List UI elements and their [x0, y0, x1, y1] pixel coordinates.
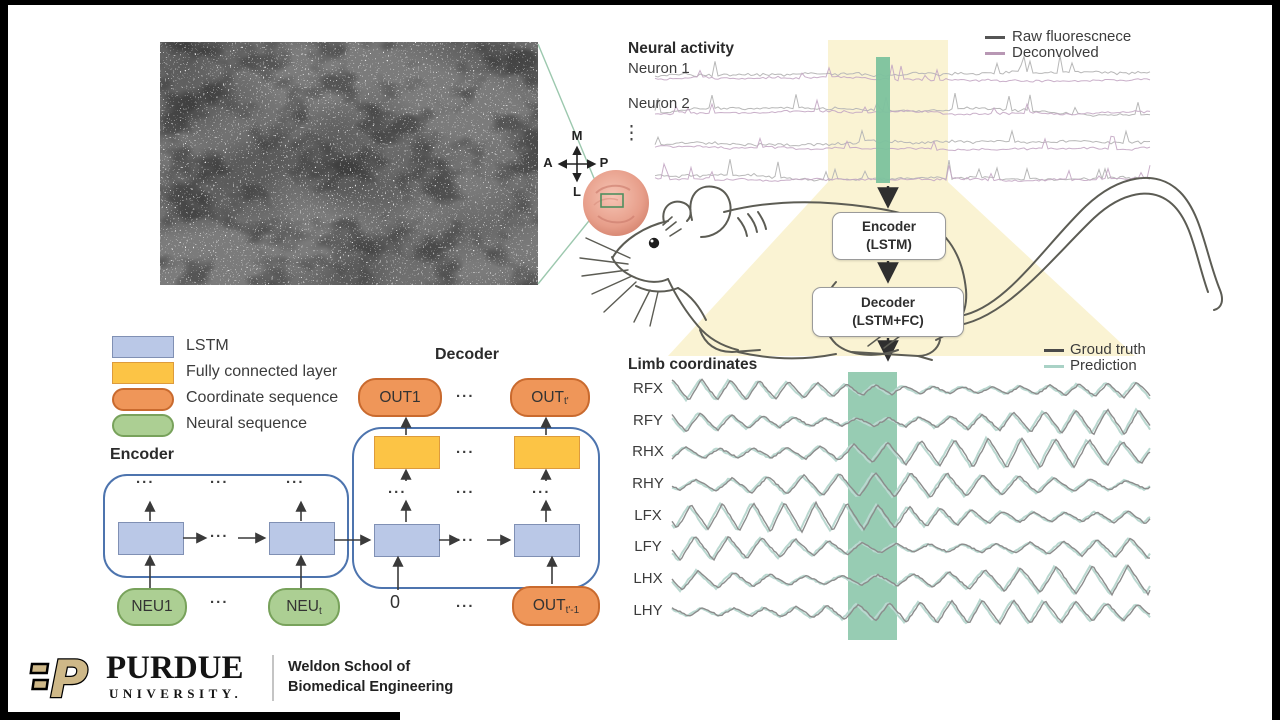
ellipsis: ... [388, 480, 407, 497]
out-prev-sub: t'-1 [565, 604, 580, 616]
ellipsis: ... [456, 384, 475, 401]
out1-pill: OUT1 [358, 378, 442, 417]
brain-photo [583, 170, 649, 236]
limb-label-lfx: LFX [634, 507, 662, 524]
encoder-lstm-cell-t [269, 522, 335, 555]
neural-swatch [112, 414, 174, 437]
neu-t-sub: t [318, 605, 322, 617]
frame-bottom [0, 712, 400, 720]
ellipsis: ... [456, 528, 475, 545]
neural-activity-traces [654, 54, 1151, 182]
limb-label-rhy: RHY [632, 475, 664, 492]
encoder-container [103, 474, 349, 578]
school-name: Weldon School of Biomedical Engineering [288, 658, 453, 697]
decoder-lstm-cell-t [514, 524, 580, 557]
limb-label-lhx: LHX [633, 570, 663, 587]
mouse-tail [959, 177, 1223, 317]
encoder-lstm-box: Encoder (LSTM) [832, 212, 946, 260]
compass-label-medial: M [571, 128, 583, 143]
frame-left [0, 0, 8, 720]
decoder-lstm-cell-1 [374, 524, 440, 557]
fc-swatch [112, 362, 174, 384]
prediction-dash [1044, 365, 1064, 368]
raw-fluorescence-dash [985, 36, 1005, 39]
ellipsis: ... [210, 590, 229, 607]
neuron-2-label: Neuron 2 [628, 95, 690, 112]
coordinate-legend-label: Coordinate sequence [186, 389, 339, 406]
purdue-p-logo: P [29, 650, 89, 704]
neuron-1-label: Neuron 1 [628, 60, 690, 77]
green-highlight-bar [876, 57, 890, 183]
footer-divider [272, 655, 274, 701]
decoder-box-line1: Decoder [860, 295, 916, 311]
ellipsis: ... [210, 524, 229, 541]
ellipsis: ... [456, 440, 475, 457]
compass-label-anterior: A [543, 155, 553, 170]
school-name-line1: Weldon School of [288, 659, 411, 675]
encoder-box-line1: Encoder [861, 219, 916, 235]
limb-label-lfy: LFY [634, 538, 662, 555]
purdue-wordmark: PURDUE [106, 650, 244, 686]
ellipsis: ... [286, 470, 305, 487]
green-highlight-band [848, 372, 897, 640]
raw-fluorescence-label: Raw fluorescnece [1012, 28, 1132, 45]
encoder-diagram-title: Encoder [110, 446, 175, 463]
prediction-label: Prediction [1070, 357, 1137, 374]
out-prev-base: OUT [532, 597, 566, 614]
neural-legend-label: Neural sequence [186, 415, 307, 432]
calcium-imaging-micrograph [160, 42, 538, 285]
neu-t-base: NEU [286, 598, 319, 615]
university-wordmark: UNIVERSITY. [109, 686, 243, 701]
imaging-window-outline [600, 193, 624, 208]
encoder-lstm-cell-1 [118, 522, 184, 555]
decoder-lstm-fc-box: Decoder (LSTM+FC) [812, 287, 964, 337]
zero-input-label: 0 [390, 592, 401, 612]
decoder-fc-layer-1 [374, 436, 440, 469]
lstm-swatch [112, 336, 174, 358]
encoder-box-line2: (LSTM) [866, 237, 912, 252]
neu1-pill: NEU1 [117, 588, 187, 626]
out1-label: OUT1 [379, 388, 421, 406]
ellipsis: ... [210, 470, 229, 487]
neural-activity-title: Neural activity [628, 40, 734, 57]
ellipsis: ... [532, 480, 551, 497]
ground-truth-label: Groud truth [1070, 341, 1146, 358]
deconvolved-dash [985, 52, 1005, 55]
frame-right [1272, 0, 1280, 720]
school-name-line2: Biomedical Engineering [288, 678, 454, 695]
frame-top [0, 0, 1280, 5]
ellipsis: ... [456, 594, 475, 611]
deconvolved-label: Deconvolved [1012, 44, 1099, 61]
compass-arrows [557, 145, 597, 183]
limb-label-rfx: RFX [633, 380, 663, 397]
decoder-container [352, 427, 600, 589]
limb-label-lhy: LHY [633, 602, 663, 619]
limb-label-rfy: RFY [633, 412, 663, 429]
whiskers [579, 237, 659, 327]
limb-coordinates-title: Limb coordinates [628, 356, 758, 373]
neuron-ellipsis: ⋮ [622, 123, 641, 144]
limb-label-rhx: RHX [632, 443, 664, 460]
coordinate-swatch [112, 388, 174, 411]
neu1-label: NEU1 [131, 598, 173, 615]
ground-truth-dash [1044, 349, 1064, 352]
decoder-diagram-title: Decoder [435, 346, 500, 363]
decoder-fc-layer-t [514, 436, 580, 469]
decoder-box-line2: (LSTM+FC) [852, 313, 924, 328]
lstm-legend-label: LSTM [186, 337, 229, 354]
svg-text:P: P [50, 650, 88, 704]
out-t-sub: t' [564, 396, 569, 407]
compass-label-lateral: L [573, 184, 581, 199]
yellow-funnel-highlight [668, 40, 1135, 356]
fc-legend-label: Fully connected layer [186, 363, 338, 380]
ellipsis: ... [456, 480, 475, 497]
limb-coordinate-traces [671, 378, 1151, 626]
out-t-base: OUT [531, 388, 565, 406]
compass-label-posterior: P [599, 155, 609, 170]
ellipsis: ... [136, 470, 155, 487]
